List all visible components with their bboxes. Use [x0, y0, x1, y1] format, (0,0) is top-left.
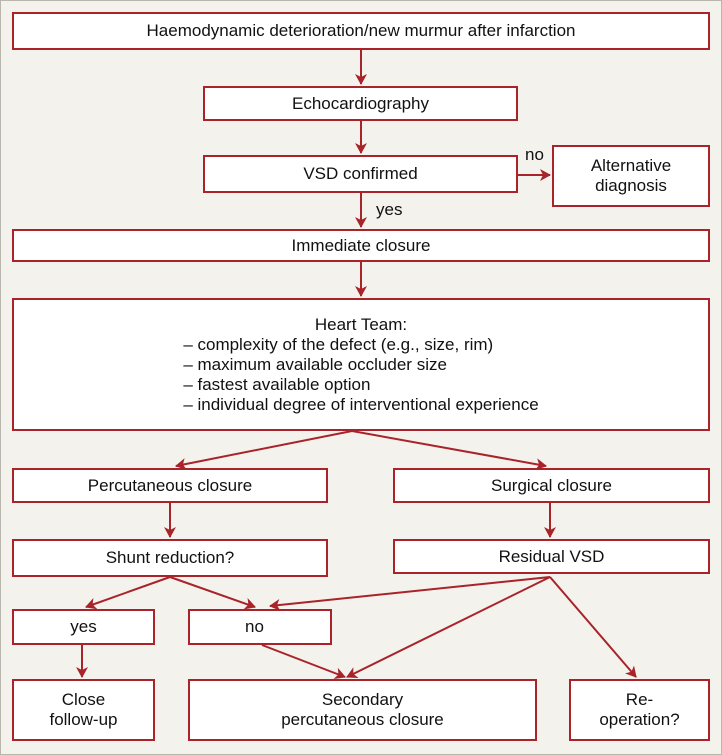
node-vsd-confirmed: VSD confirmed — [203, 155, 518, 193]
arrow-shunt-to-yes — [85, 576, 171, 610]
node-re-operation-line-1: Re- — [625, 690, 654, 709]
node-residual-vsd-label: Residual VSD — [498, 546, 605, 566]
node-close-follow-up-line-1: Close — [61, 690, 106, 709]
node-alternative-line-1: Alternative — [590, 156, 672, 175]
node-echocardiography: Echocardiography — [203, 86, 518, 121]
node-echocardiography-label: Echocardiography — [291, 93, 430, 113]
heart-team-item: – maximum available occluder size — [183, 354, 447, 374]
heart-team-item: – complexity of the defect (e.g., size, … — [183, 334, 494, 354]
arrow-heart-team-to-percutaneous — [175, 430, 353, 470]
arrow-heart-team-to-surgical — [351, 430, 547, 471]
node-residual-vsd: Residual VSD — [393, 539, 710, 574]
node-secondary-line-2: percutaneous closure — [281, 710, 444, 729]
node-close-follow-up-line-2: follow-up — [49, 710, 118, 729]
node-yes: yes — [12, 609, 155, 645]
node-secondary-line-1: Secondary — [321, 690, 404, 709]
node-no: no — [188, 609, 332, 645]
node-surgical-closure: Surgical closure — [393, 468, 710, 503]
arrow-residual-to-no — [269, 576, 551, 611]
node-start: Haemodynamic deterioration/new murmur af… — [12, 12, 710, 50]
edge-label-yes: yes — [376, 200, 403, 219]
node-percutaneous-closure: Percutaneous closure — [12, 468, 328, 503]
edge-label-no: no — [525, 145, 544, 164]
node-close-follow-up: Close follow-up — [12, 679, 155, 741]
arrow-shunt-to-no — [169, 576, 256, 610]
arrow-residual-to-reoperation — [549, 576, 637, 678]
node-surgical-closure-label: Surgical closure — [491, 475, 612, 495]
heart-team-title: Heart Team: — [314, 314, 408, 334]
node-heart-team: Heart Team: – complexity of the defect (… — [12, 298, 710, 431]
arrow-residual-to-secondary — [346, 576, 551, 678]
heart-team-content: Heart Team: – complexity of the defect (… — [183, 315, 538, 415]
node-no-label: no — [245, 617, 264, 636]
node-alternative-diagnosis: Alternative diagnosis — [552, 145, 710, 207]
node-alternative-line-2: diagnosis — [595, 176, 667, 195]
node-yes-label: yes — [70, 617, 97, 636]
node-secondary-percutaneous-closure: Secondary percutaneous closure — [188, 679, 537, 741]
node-vsd-confirmed-label: VSD confirmed — [303, 164, 418, 183]
node-re-operation-line-2: operation? — [599, 710, 680, 729]
node-immediate-closure: Immediate closure — [12, 229, 710, 262]
node-shunt-reduction: Shunt reduction? — [12, 539, 328, 577]
heart-team-item: – fastest available option — [183, 374, 371, 394]
node-percutaneous-closure-label: Percutaneous closure — [87, 475, 253, 495]
heart-team-item: – individual degree of interventional ex… — [183, 394, 539, 414]
arrow-no-to-secondary — [261, 644, 346, 680]
node-shunt-reduction-label: Shunt reduction? — [105, 548, 235, 567]
node-re-operation: Re- operation? — [569, 679, 710, 741]
node-immediate-closure-label: Immediate closure — [291, 235, 431, 255]
node-start-label: Haemodynamic deterioration/new murmur af… — [146, 21, 576, 40]
